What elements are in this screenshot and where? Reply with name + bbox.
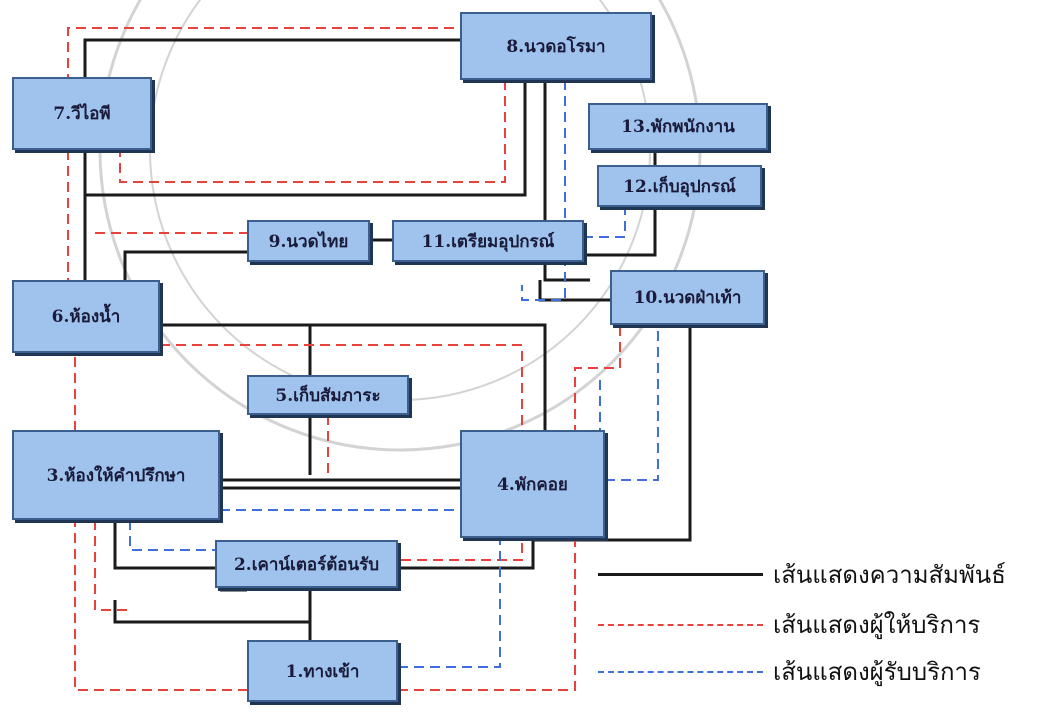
room-1-entrance: 1.ทางเข้า xyxy=(247,640,398,702)
legend-relation-label: เส้นแสดงความสัมพันธ์ xyxy=(773,561,1006,589)
room-8-aroma-massage: 8.นวดอโรมา xyxy=(460,12,652,80)
legend-provider-swatch xyxy=(598,623,763,626)
room-6-restroom: 6.ห้องน้ำ xyxy=(12,280,160,353)
room-10-foot-massage: 10.นวดฝ่าเท้า xyxy=(610,270,765,325)
room-5-luggage-storage: 5.เก็บสัมภาระ xyxy=(247,375,409,415)
room-4-waiting: 4.พักคอย xyxy=(460,430,605,538)
legend-relation: เส้นแสดงความสัมพันธ์ xyxy=(598,555,1006,594)
room-13-staff-rest: 13.พักพนักงาน xyxy=(588,103,768,150)
legend-provider-label: เส้นแสดงผู้ให้บริการ xyxy=(773,611,981,639)
client-lines xyxy=(129,80,659,668)
legend-client: เส้นแสดงผู้รับบริการ xyxy=(598,652,981,691)
legend-client-swatch xyxy=(598,670,763,673)
legend-client-label: เส้นแสดงผู้รับบริการ xyxy=(773,658,981,686)
legend-provider: เส้นแสดงผู้ให้บริการ xyxy=(598,605,980,644)
room-3-consultation: 3.ห้องให้คำปรึกษา xyxy=(12,430,220,520)
room-2-reception-counter: 2.เคาน์เตอร์ต้อนรับ xyxy=(215,540,398,588)
room-9-thai-massage: 9.นวดไทย xyxy=(247,220,370,262)
room-7-vip: 7.วีไอพี xyxy=(12,77,152,150)
room-11-equipment-prep: 11.เตรียมอุปกรณ์ xyxy=(392,220,584,262)
room-12-equipment-storage: 12.เก็บอุปกรณ์ xyxy=(597,165,762,207)
legend-relation-swatch xyxy=(598,573,763,576)
